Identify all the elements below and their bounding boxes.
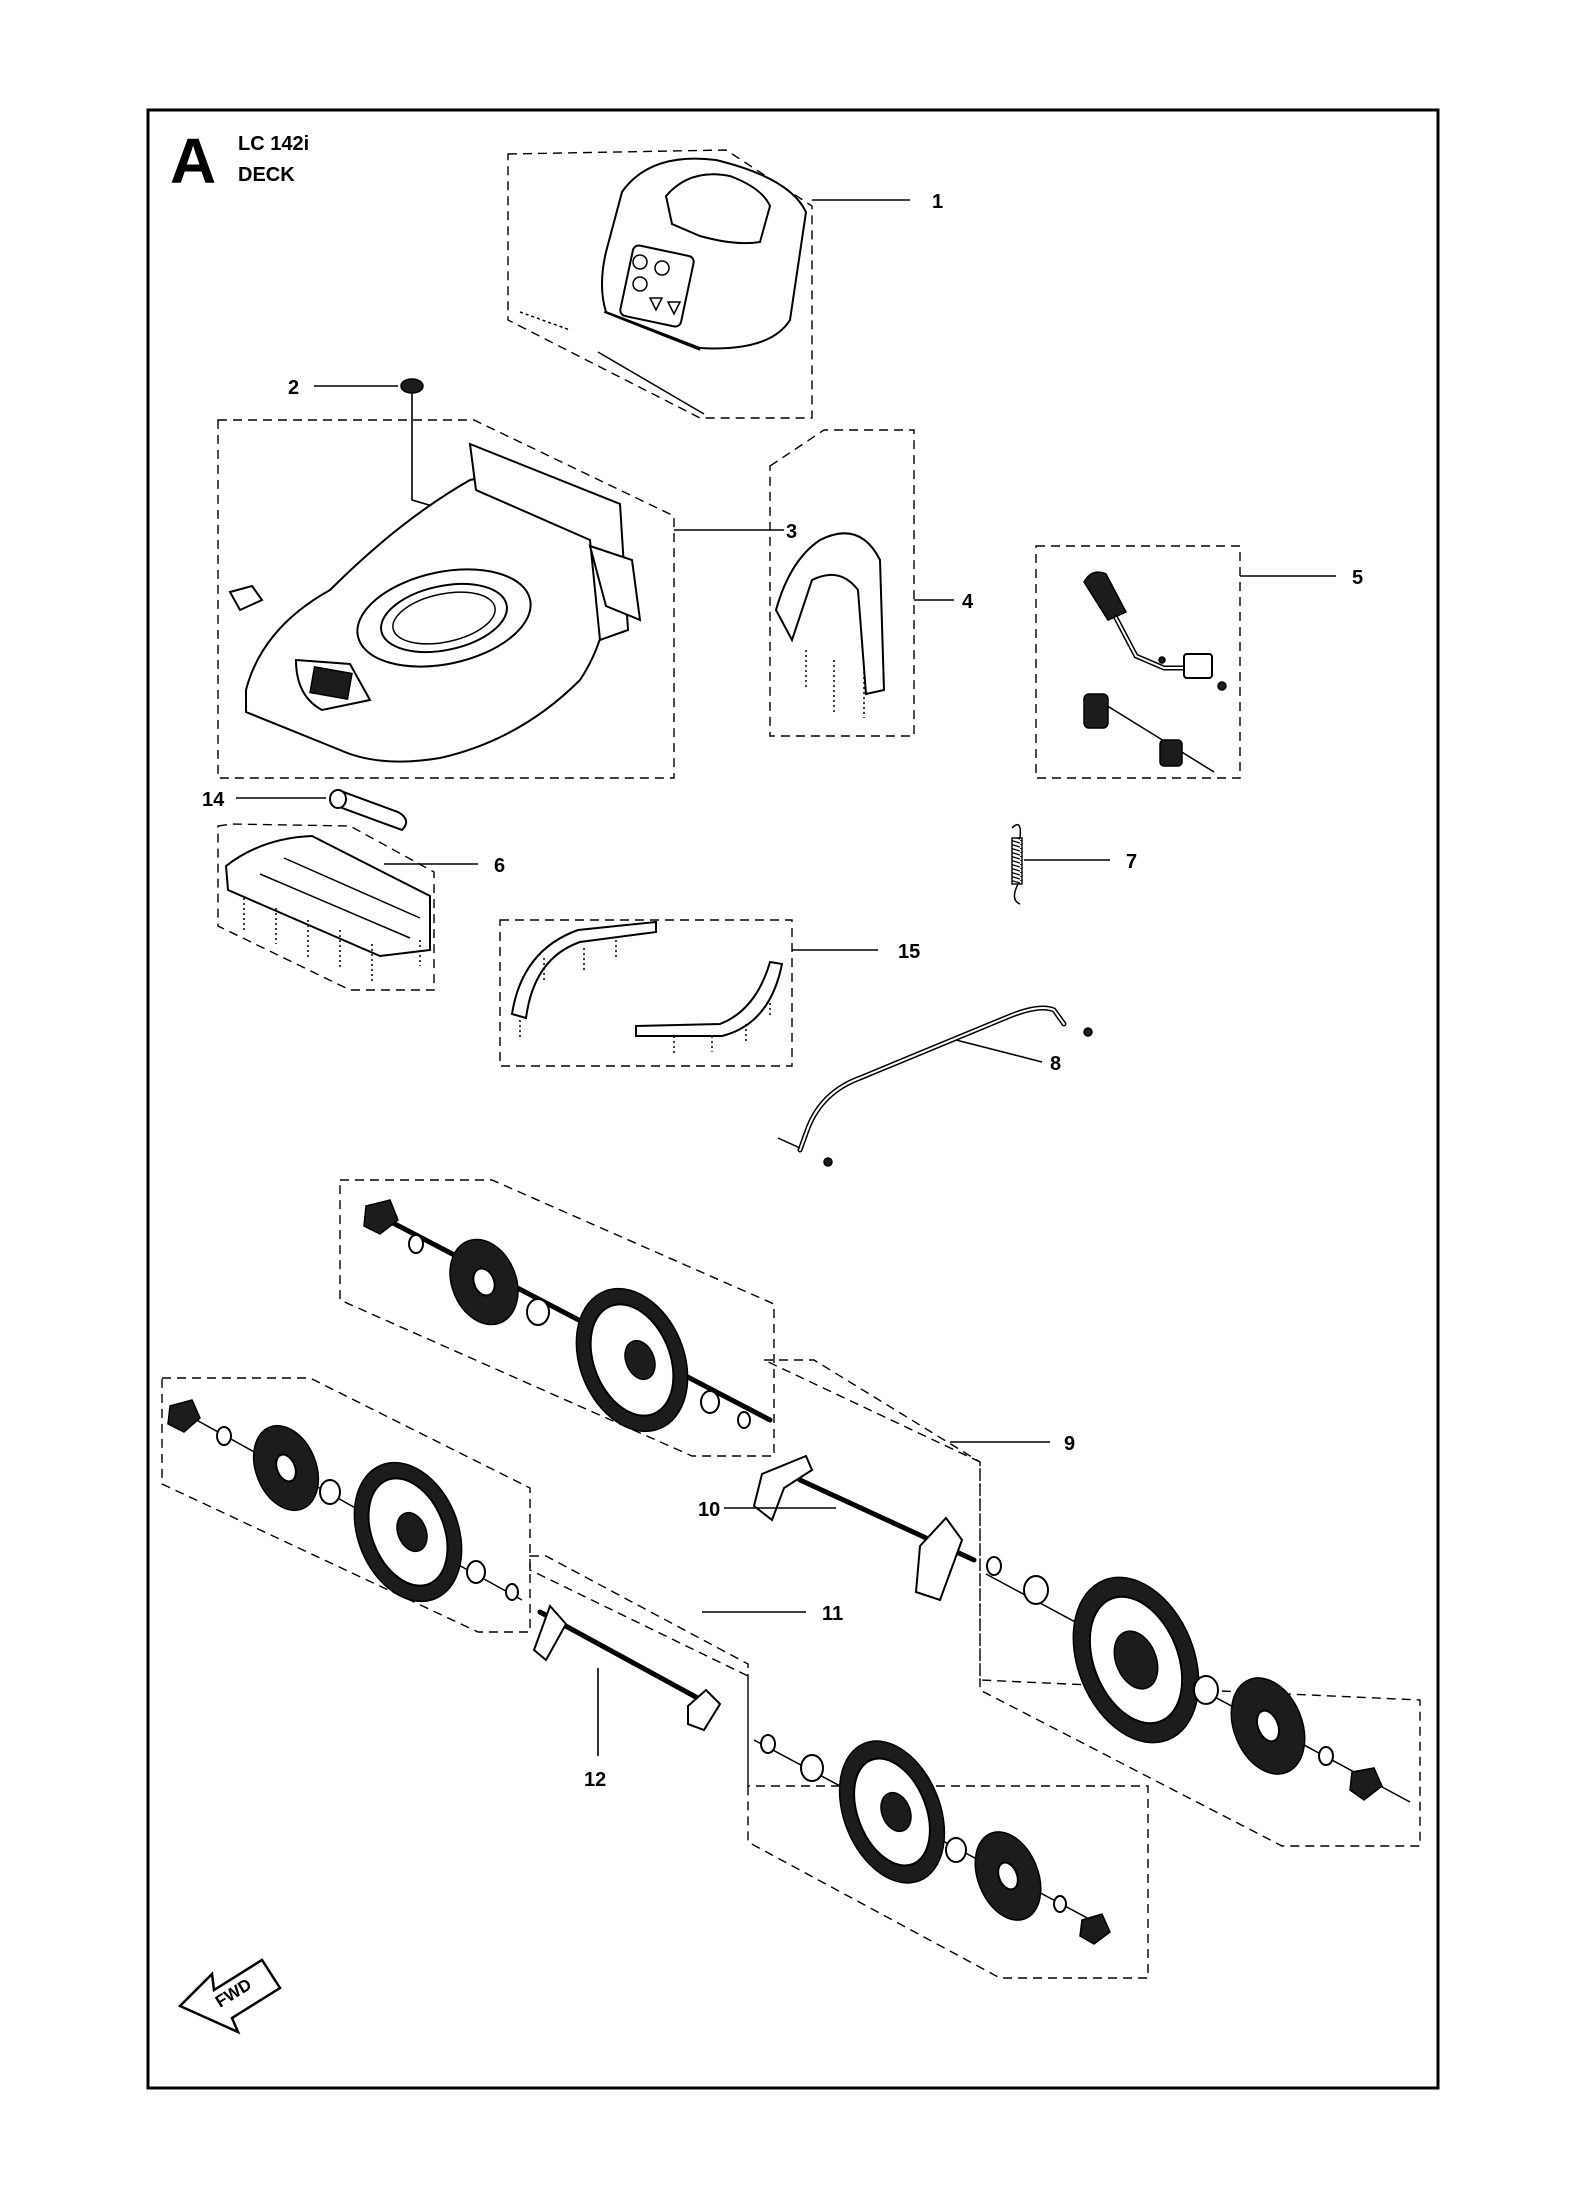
callout-15: 15 — [898, 941, 920, 963]
group-outline-3 — [217, 419, 675, 779]
group-outline-6 — [217, 823, 435, 991]
callout-5: 5 — [1352, 567, 1363, 589]
group-outline-12 — [529, 1555, 1149, 1979]
section-letter: A — [170, 125, 216, 197]
part-8-rear-bar — [777, 1005, 1093, 1167]
callout-4: 4 — [962, 591, 974, 613]
callout-10: 10 — [698, 1499, 720, 1521]
page-border — [146, 108, 1440, 2090]
model-name: LC 142i — [238, 133, 309, 155]
section-name: DECK — [238, 164, 295, 186]
callout-11: 11 — [822, 1603, 843, 1625]
group-outline-11 — [161, 1377, 531, 1633]
part-5-height-lever — [1035, 545, 1241, 779]
part-3-deck — [217, 419, 675, 779]
part-10-rear-axle — [752, 1454, 977, 1602]
part-15-side-strips — [499, 919, 793, 1067]
callout-6: 6 — [494, 855, 505, 877]
callout-12: 12 — [584, 1769, 606, 1791]
part-11-front-left-wheel-set — [161, 1377, 531, 1633]
fwd-arrow-icon: FWD — [177, 1958, 282, 2035]
header: A LC 142i DECK — [170, 125, 309, 197]
part-7-spring — [1011, 823, 1023, 905]
callout-3: 3 — [786, 521, 797, 543]
group-outline-10 — [763, 1359, 1421, 1847]
part-6-base-plate — [217, 823, 435, 991]
part-14-roller — [329, 788, 408, 832]
rear-right-wheel-set — [763, 1359, 1421, 1847]
group-outline-9 — [339, 1179, 775, 1457]
callout-7: 7 — [1126, 851, 1137, 873]
part-12-front-axle — [529, 1555, 1149, 1979]
callout-8: 8 — [1050, 1053, 1061, 1075]
group-outline-15 — [499, 919, 793, 1067]
callout-1: 1 — [932, 191, 943, 213]
part-4-guard — [769, 429, 915, 737]
callout-2: 2 — [288, 377, 299, 399]
callout-14: 14 — [202, 789, 225, 811]
part-1-engine-cover — [507, 149, 813, 419]
callout-9: 9 — [1064, 1433, 1075, 1455]
group-outline-4 — [769, 429, 915, 737]
group-outline-5 — [1035, 545, 1241, 779]
part-9-front-wheel-set — [339, 1179, 775, 1457]
group-outline-1 — [507, 149, 813, 419]
